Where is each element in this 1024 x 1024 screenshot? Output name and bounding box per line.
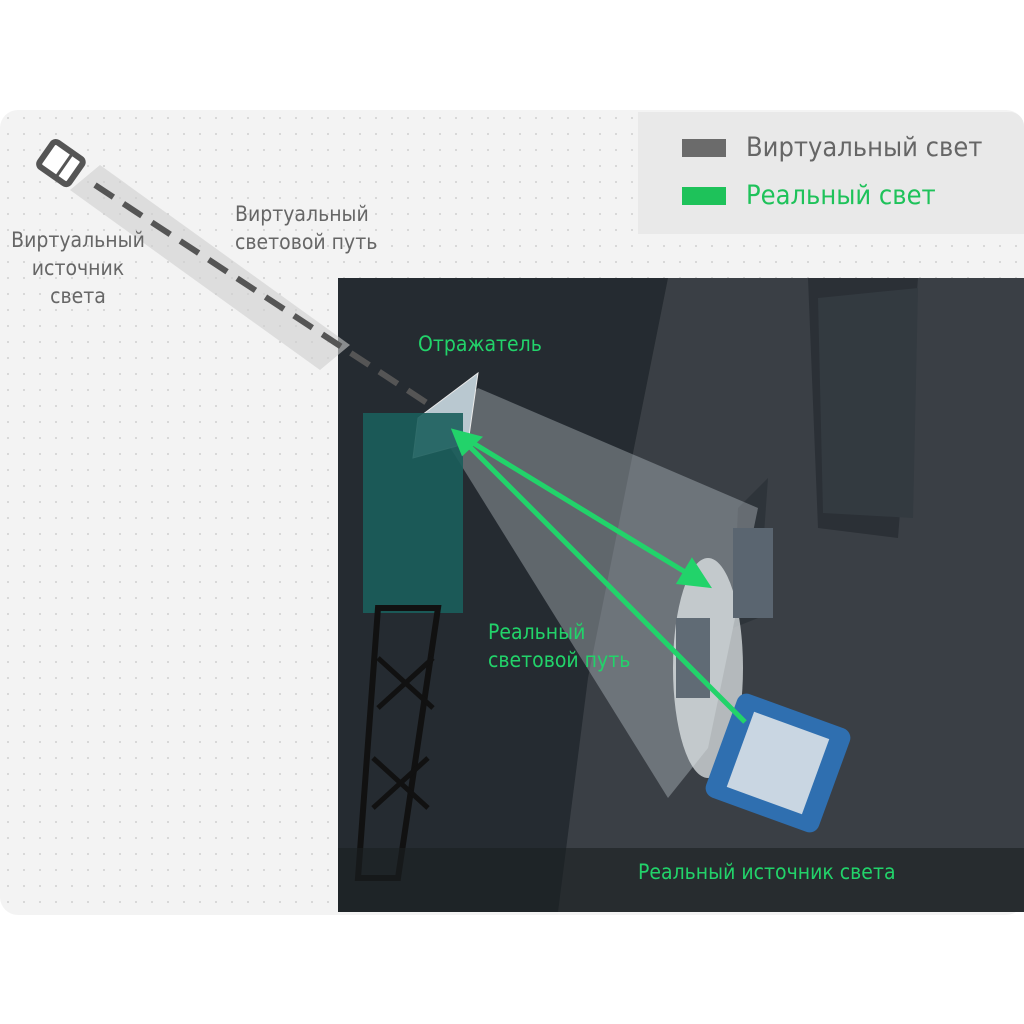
real-path-label: Реальный световой путь bbox=[488, 620, 631, 672]
scene-photo bbox=[338, 278, 1024, 912]
legend-item-virtual: Виртуальный свет bbox=[682, 132, 982, 163]
lift-basket bbox=[363, 413, 463, 613]
real-path-arrows bbox=[450, 428, 747, 724]
virtual-light-icon bbox=[36, 138, 86, 188]
virtual-path-label: Виртуальный световой путь bbox=[235, 202, 378, 254]
legend: Виртуальный свет Реальный свет bbox=[638, 112, 1024, 234]
legend-label-real: Реальный свет bbox=[746, 180, 936, 211]
virtual-source-label: Виртуальный источник света bbox=[11, 228, 145, 308]
scene-illustration bbox=[338, 278, 1024, 912]
legend-label-virtual: Виртуальный свет bbox=[746, 132, 983, 163]
window-lit bbox=[733, 528, 773, 618]
legend-swatch-real bbox=[682, 186, 726, 205]
real-source-label: Реальный источник света bbox=[638, 860, 896, 884]
legend-item-real: Реальный свет bbox=[682, 180, 936, 211]
legend-swatch-virtual bbox=[682, 138, 726, 157]
reflector-label: Отражатель bbox=[418, 332, 542, 356]
